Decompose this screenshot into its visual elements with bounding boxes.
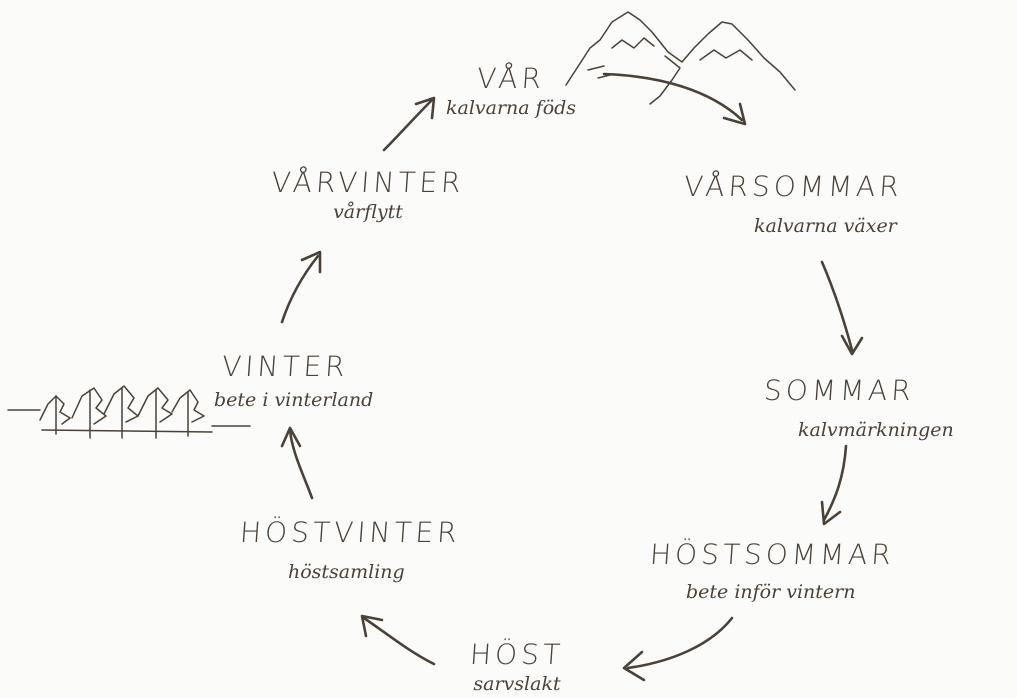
stage-vinter: VINTER bete i vinterland xyxy=(214,350,454,412)
stage-name: VÅRVINTER xyxy=(270,166,466,199)
arrow-host-to-hostvinter xyxy=(360,614,436,666)
stage-description: höstsamling xyxy=(288,561,405,583)
stage-name: HÖSTVINTER xyxy=(238,516,462,549)
arrow-var-to-varsommar xyxy=(602,72,747,126)
stage-description: bete inför vintern xyxy=(686,581,856,603)
mountains-icon xyxy=(565,11,796,105)
arrow-varvinter-to-var xyxy=(382,96,436,152)
stage-description: vårflytt xyxy=(333,201,403,223)
stage-name: VÅR xyxy=(475,62,547,95)
stage-varsommar: VÅRSOMMAR kalvarna växer xyxy=(682,170,914,238)
arrow-sommar-to-hostsommar xyxy=(820,444,848,526)
stage-description: kalvarna växer xyxy=(754,215,897,237)
stage-name: SOMMAR xyxy=(762,374,916,407)
stage-sommar: SOMMAR kalvmärkningen xyxy=(762,374,1014,442)
stage-description: sarvslakt xyxy=(473,673,561,695)
stage-hostvinter: HÖSTVINTER höstsamling xyxy=(238,516,462,584)
arrow-hostsommar-to-host xyxy=(622,616,734,682)
arrow-vinter-to-varvinter xyxy=(280,250,322,324)
forest-icon xyxy=(7,385,251,439)
stage-description: kalvmärkningen xyxy=(798,419,954,441)
stage-var: VÅR kalvarna föds xyxy=(446,62,576,120)
stage-name: HÖST xyxy=(468,638,566,671)
stage-name: VINTER xyxy=(220,350,350,383)
stage-varvinter: VÅRVINTER vårflytt xyxy=(268,166,468,224)
arrow-varsommar-to-sommar xyxy=(820,260,864,356)
stage-description: kalvarna föds xyxy=(446,97,577,119)
stage-name: HÖSTSOMMAR xyxy=(648,538,896,571)
stage-host: HÖST sarvslakt xyxy=(468,638,566,696)
stage-hostsommar: HÖSTSOMMAR bete inför vintern xyxy=(648,538,930,604)
stage-name: VÅRSOMMAR xyxy=(682,170,904,203)
stage-description: bete i vinterland xyxy=(214,389,374,411)
arrow-hostvinter-to-vinter xyxy=(280,426,314,500)
